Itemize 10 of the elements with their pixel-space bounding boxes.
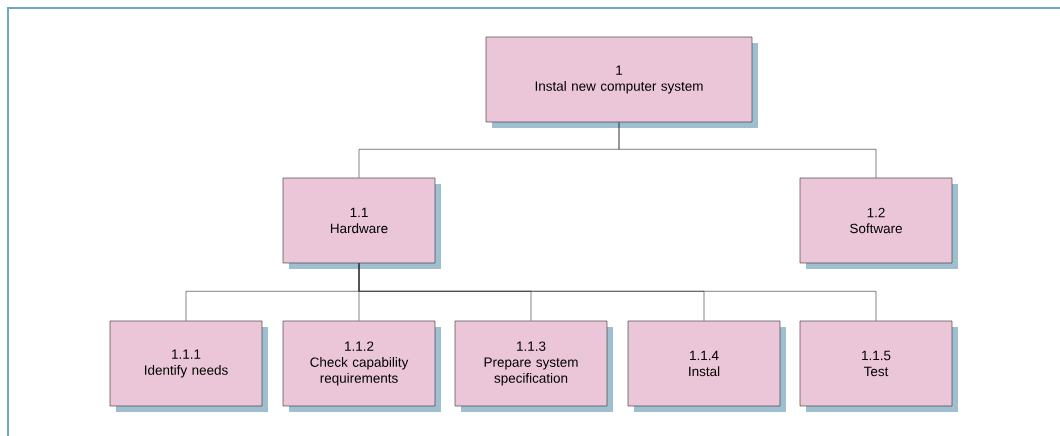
- task-box: 1.1.4 Instal: [627, 320, 781, 407]
- task-box: 1.1.5 Test: [799, 320, 953, 407]
- task-box: 1.1.2 Check capability requirements: [282, 320, 436, 407]
- task-box: 1.1 Hardware: [282, 177, 436, 264]
- task-box: 1 Instal new computer system: [485, 36, 753, 123]
- connector: [358, 263, 877, 321]
- task-box: 1.1.3 Prepare system specification: [454, 320, 608, 407]
- task-box: 1.2 Software: [799, 177, 953, 264]
- connector: [618, 122, 877, 178]
- task-box: 1.1.1 Identify needs: [109, 320, 263, 407]
